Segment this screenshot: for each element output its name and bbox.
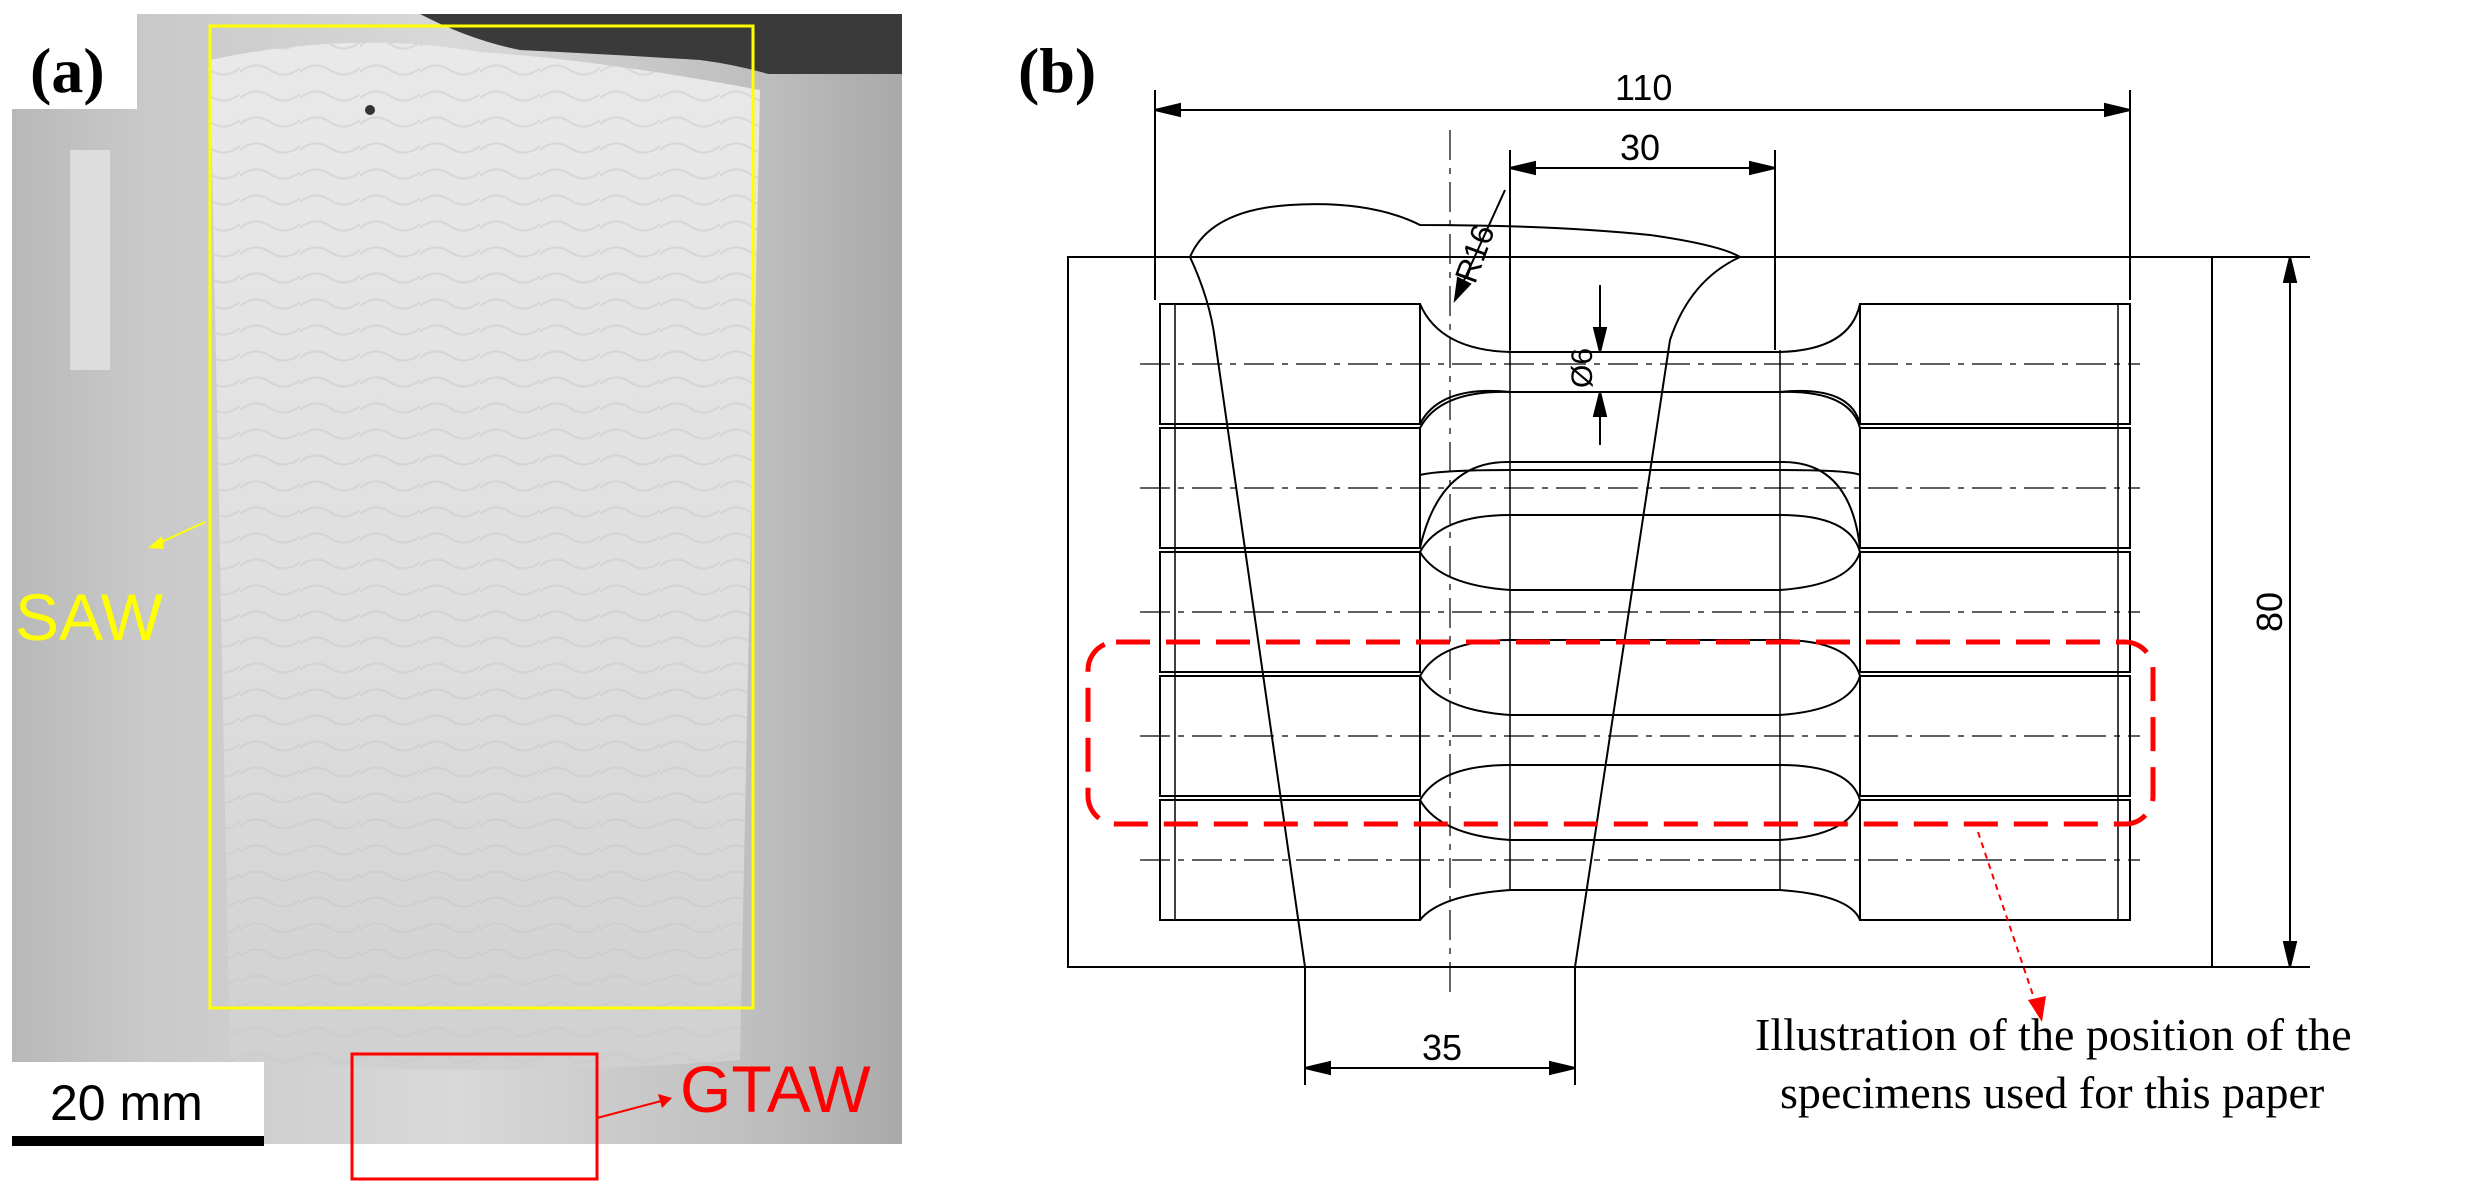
reflection [70,150,110,370]
saw-label: SAW [15,580,164,654]
panel-a-label: (a) [30,35,105,106]
saw-region-box [208,24,755,1010]
panel-a-label-bg [12,14,137,109]
dim-30-label: 30 [1620,127,1660,168]
gtaw-arrow [596,1099,666,1119]
panel-a: (a) SAW GTAW 20 mm [12,14,902,1181]
gtaw-label: GTAW [680,1052,871,1126]
specimen [1159,764,2131,921]
panel-b: (b) [1018,35,2352,1118]
highlight-pointer [1977,831,2039,1011]
dim-30: 30 [1509,127,1776,350]
specimen-highlight-box [1085,639,2156,827]
specimen [1159,390,2131,549]
scale-bar [12,1136,264,1146]
gtaw-region-box [350,1052,599,1181]
specimen [1159,514,2131,673]
dim-d6: Ø6 [1566,285,1608,445]
weld-crown [1189,203,1741,258]
dim-d6-label: Ø6 [1566,348,1599,388]
saw-arrow [154,521,206,546]
dim-110-label: 110 [1615,67,1672,108]
weld-spot [365,105,375,115]
dim-r16-label: R16 [1448,220,1502,287]
scale-bar-bg [12,1062,264,1144]
dim-110: 110 [1154,67,2131,300]
dim-r16: R16 [1448,189,1506,303]
centre-lines [1140,130,2140,1000]
caption-line-2: specimens used for this paper [1780,1067,2324,1118]
weld-fusion-right [1574,256,1741,968]
plate-outline [1067,256,2213,968]
specimen [1159,639,2131,797]
dim-80-label: 80 [2249,592,2290,632]
dim-80: 80 [2212,256,2310,968]
caption-line-1: Illustration of the position of the [1755,1009,2352,1060]
dim-35: 35 [1304,967,1576,1085]
dim-35-label: 35 [1422,1027,1462,1068]
scale-bar-label: 20 mm [50,1075,203,1131]
panel-b-label: (b) [1018,35,1096,106]
